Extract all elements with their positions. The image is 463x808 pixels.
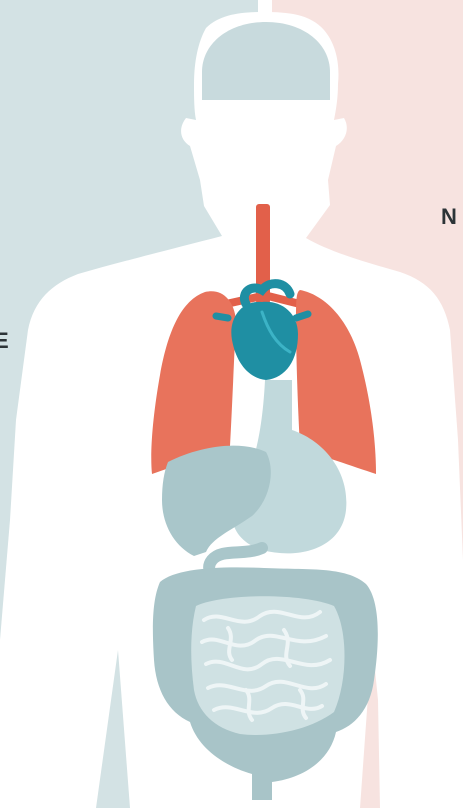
human-body-illustration [0, 0, 463, 808]
